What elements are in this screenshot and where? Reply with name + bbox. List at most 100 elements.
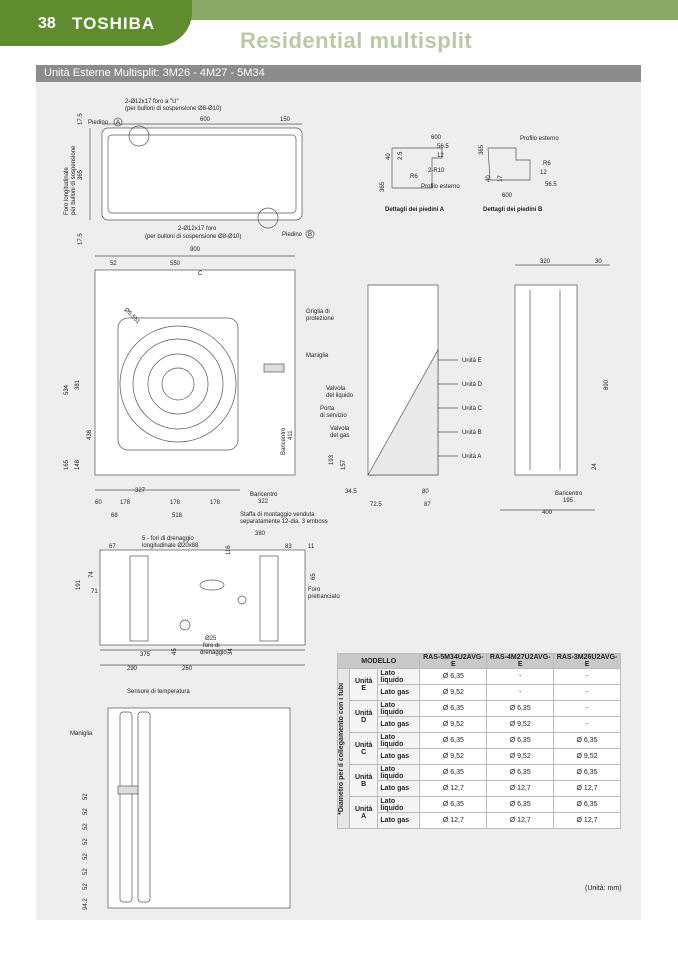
pitch-1: 52 <box>83 793 89 800</box>
top-view: 2-Ø12x17 foro a "U" (per bulloni di sosp… <box>64 99 315 245</box>
bottom-65: 65 <box>311 573 317 580</box>
bottom-11: 11 <box>308 544 315 550</box>
diameter-cell: Ø 9,52 <box>419 748 488 765</box>
bottom-67: 67 <box>109 544 116 550</box>
drain-label-2: longitudinale Ø20x88 <box>142 543 199 549</box>
vertical-label-text: *Diametro per il collegamento con i tubi <box>338 682 345 815</box>
rear-view: Sensore di temperatura Maniglia 52 52 52… <box>70 689 291 910</box>
side-87: 87 <box>424 502 431 508</box>
unit-cell: Unità D <box>348 700 379 733</box>
front-view: 900 52 550 C Ø5.551 Griglia di protezion… <box>64 247 335 525</box>
side-label: Lato liquido <box>377 764 421 781</box>
long-hole-sub: per bulloni di sospensione <box>71 145 77 215</box>
detail-a-title: Dettagli dei piedini A <box>385 207 445 213</box>
pitch-7: 52 <box>83 883 89 890</box>
side-unit-b: Unità B <box>462 430 482 436</box>
pitch-5: 52 <box>83 853 89 860</box>
right-400: 400 <box>542 510 553 516</box>
unit-cell: Unità C <box>348 732 379 765</box>
side-label: Lato liquido <box>377 732 421 749</box>
dim-327: 327 <box>135 488 146 494</box>
diameter-cell: Ø 9,52 <box>553 748 621 765</box>
bottom-191: 191 <box>76 579 82 590</box>
detail-b-365: 365 <box>479 144 485 155</box>
right-30: 30 <box>595 259 602 265</box>
diameter-cell: Ø 6,35 <box>553 764 621 781</box>
bottom-116: 116 <box>226 545 232 555</box>
drain-b-3: drenaggio <box>200 650 227 656</box>
dim-68: 68 <box>111 513 118 519</box>
dim-60: 60 <box>95 500 102 506</box>
bottom-34: 34 <box>228 648 234 655</box>
rear-handle: Maniglia <box>70 731 93 737</box>
diameter-cell: Ø 9,52 <box>486 716 555 733</box>
dim-381: 381 <box>75 379 81 390</box>
diameter-cell: - <box>553 668 621 685</box>
foot-b-label: Piedino <box>282 232 303 238</box>
precut-2: pretranciato <box>308 594 340 600</box>
right-cog-val: 195 <box>563 498 574 504</box>
pitch-2: 52 <box>83 808 89 815</box>
diameter-cell: - <box>553 700 621 717</box>
detail-a-12: 12 <box>437 153 444 159</box>
detail-a-600: 600 <box>431 135 442 141</box>
drain-label: 5 - fori di drenaggio <box>142 536 194 542</box>
brand-logo: TOSHIBA <box>72 14 156 33</box>
diameter-cell: Ø 6,35 <box>419 796 488 813</box>
side-label: Lato liquido <box>377 700 421 717</box>
side-label: Lato liquido <box>377 668 421 685</box>
right-view: 320 30 890 24 Baricentro 195 400 <box>500 259 610 516</box>
diameter-cell: Ø 6,35 <box>486 764 555 781</box>
bottom-45: 45 <box>172 648 178 655</box>
unit-note: (Unità: mm) <box>585 885 622 892</box>
dim-518: 518 <box>172 513 183 519</box>
dim-148: 148 <box>75 459 81 470</box>
table-row: *Diametro per il collegamento con i tubi… <box>337 668 621 829</box>
sheet-title: Unità Esterne Multisplit: 3M26 - 4M27 - … <box>36 65 641 82</box>
cog-label: Baricentro <box>250 492 278 498</box>
front-dim-52: 52 <box>110 261 117 267</box>
handle-label: Maniglia <box>306 353 329 359</box>
vertical-label: *Diametro per il collegamento con i tubi <box>337 668 350 829</box>
bottom-view: 5 - fori di drenaggio longitudinale Ø20x… <box>76 531 340 672</box>
bracket-label: Staffa di montaggio venduta <box>240 512 315 518</box>
pitch-4: 52 <box>83 838 89 845</box>
bottom-71: 71 <box>91 589 98 595</box>
side-label: Lato gas <box>377 684 421 701</box>
dim-17-top: 17.5 <box>78 113 84 125</box>
diameter-cell: Ø 6,35 <box>419 700 488 717</box>
pitch-6: 52 <box>83 868 89 875</box>
foot-a-label: Piedino <box>88 120 109 126</box>
diameter-cell: Ø 9,52 <box>419 684 488 701</box>
detail-b-565: 56.5 <box>545 182 557 188</box>
unit-cell: Unità B <box>348 764 379 797</box>
diameter-cell: - <box>486 684 555 701</box>
bracket-label-2: separatamente 12-dia. 3 emboss <box>240 519 328 525</box>
hole-b-sub: (per bulloni di sospensione Ø8-Ø10) <box>145 234 241 240</box>
right-cog: Baricentro <box>555 491 583 497</box>
dim-178b: 178 <box>170 500 181 506</box>
pitch-3: 52 <box>83 823 89 830</box>
diameter-cell: - <box>553 684 621 701</box>
profile-b: Profilo esterno <box>520 136 559 142</box>
detail-b-12: 12 <box>540 170 547 176</box>
side-345: 34.5 <box>345 489 357 495</box>
side-label: Lato liquido <box>377 796 421 813</box>
diameter-cell: - <box>553 716 621 733</box>
page-tab <box>0 0 192 46</box>
side-725: 72.5 <box>370 502 382 508</box>
cog-val: 322 <box>258 499 269 505</box>
cog-v-val: 411 <box>288 430 294 440</box>
spec-table: MODELLO RAS-5M34U2AVG-E RAS-4M27U2AVG-E … <box>336 653 621 829</box>
diameter-cell: Ø 12,7 <box>553 780 621 797</box>
diameter-cell: Ø 9,52 <box>486 748 555 765</box>
precut: Foro <box>308 587 321 593</box>
profile-a: Profilo esterno <box>421 184 460 190</box>
cog-v-label: Baricentro <box>281 427 287 455</box>
diameter-cell: - <box>486 668 555 685</box>
valve-gas: Valvola <box>330 426 350 432</box>
diameter-cell: Ø 12,7 <box>419 812 488 829</box>
